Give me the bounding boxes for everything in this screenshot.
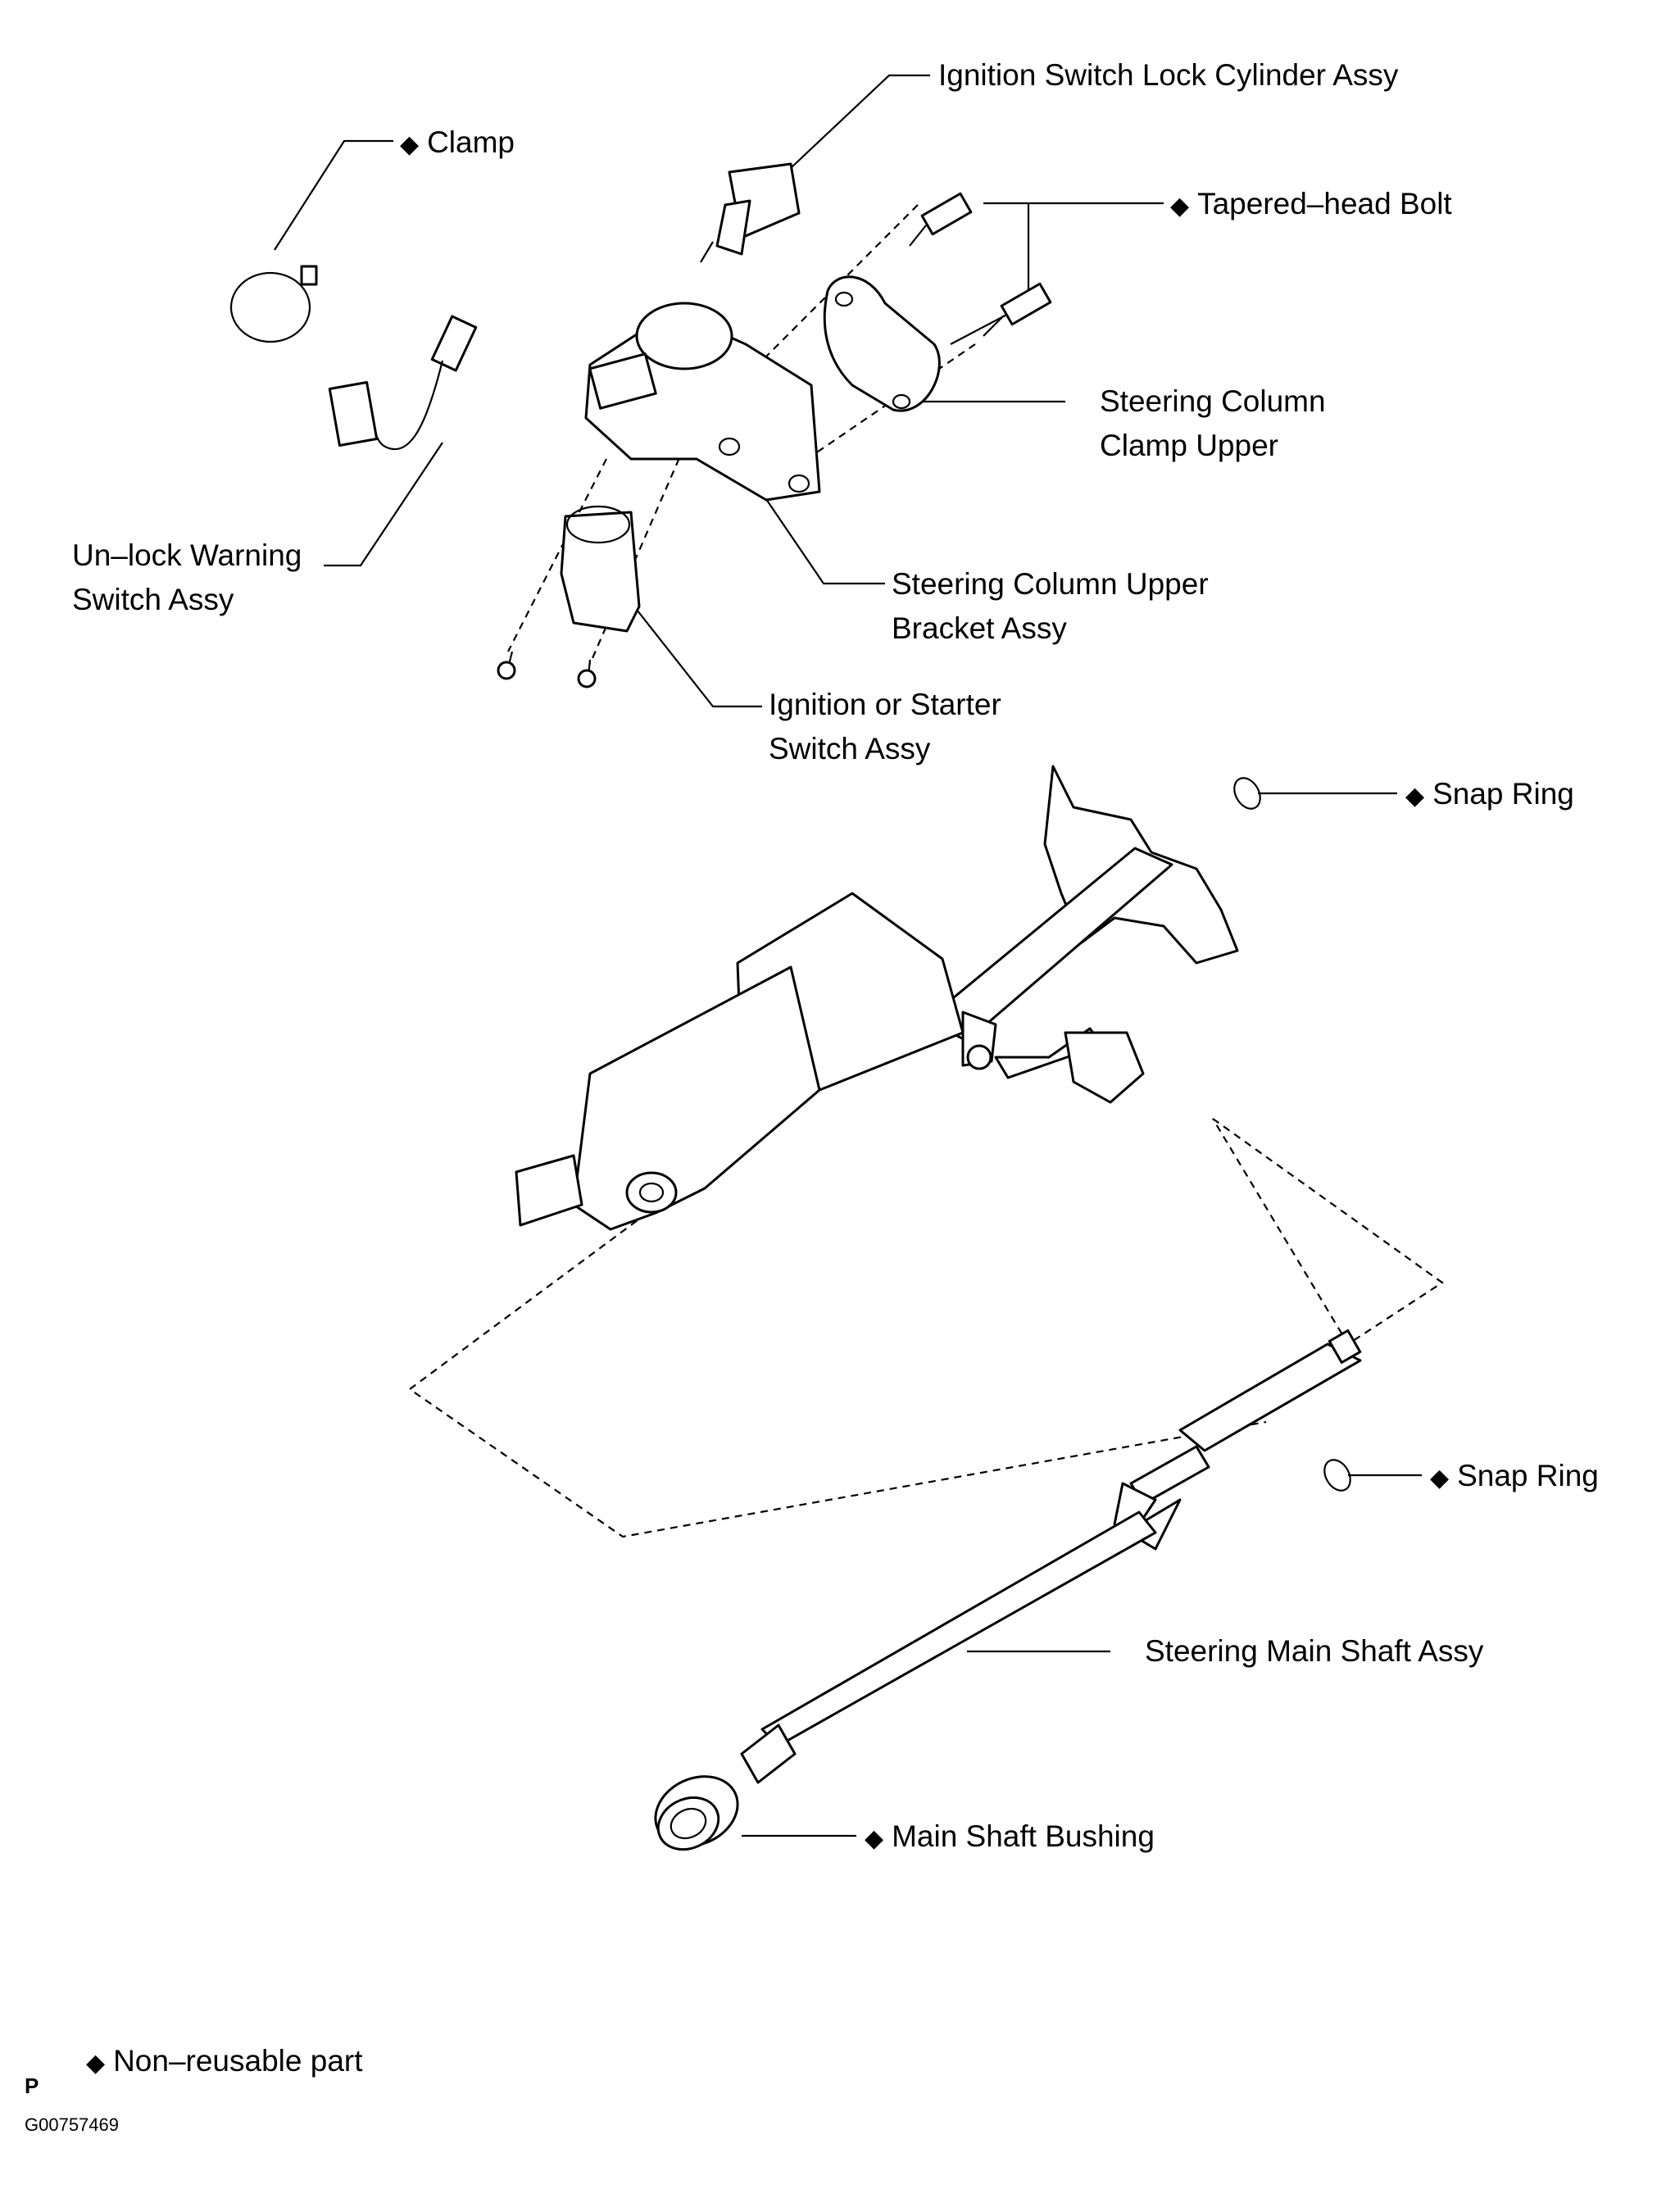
page-mark: P: [25, 2073, 39, 2098]
non-reusable-diamond-icon: ◆: [400, 131, 420, 158]
non-reusable-diamond-icon: ◆: [865, 1825, 884, 1852]
label-main-shaft: Steering Main Shaft Assy: [1145, 1634, 1484, 1668]
steering-main-shaft-part: [740, 1329, 1362, 1784]
non-reusable-diamond-icon: ◆: [1430, 1465, 1450, 1492]
label-unlock-warning-switch: Un–lock Warning Switch Assy: [72, 538, 302, 616]
label-snap-ring-lower: ◆Snap Ring: [1430, 1459, 1599, 1492]
steering-column-tube-part: [515, 765, 1239, 1231]
figure-code: G00757469: [25, 2114, 119, 2135]
column-clamp-upper-part: [823, 275, 941, 412]
snap-ring-lower-part: [1323, 1459, 1351, 1492]
upper-bracket-part: [584, 302, 821, 502]
non-reusable-diamond-icon: ◆: [86, 2050, 106, 2077]
tapered-bolts-part: [909, 192, 1052, 337]
snap-ring-upper-part: [1233, 777, 1261, 810]
legend-non-reusable: ◆Non–reusable part: [86, 2044, 363, 2078]
ignition-starter-switch-part: [497, 505, 641, 688]
label-ignition-starter-switch: Ignition or Starter Switch Assy: [769, 688, 1001, 765]
label-tapered-bolt: ◆Tapered–head Bolt: [1170, 187, 1452, 220]
label-ignition-lock-cylinder: Ignition Switch Lock Cylinder Assy: [938, 58, 1399, 92]
unlock-warning-switch-part: [328, 315, 478, 451]
non-reusable-diamond-icon: ◆: [1405, 783, 1425, 810]
label-snap-ring-upper: ◆Snap Ring: [1405, 777, 1574, 811]
label-main-shaft-bushing: ◆Main Shaft Bushing: [865, 1819, 1155, 1853]
leader-lines: [274, 74, 1422, 1837]
lock-cylinder-part: [700, 162, 801, 263]
label-upper-bracket: Steering Column Upper Bracket Assy: [892, 567, 1209, 645]
main-shaft-bushing-part: [654, 1775, 739, 1851]
clamp-part: [229, 265, 318, 343]
label-clamp: ◆Clamp: [400, 125, 515, 159]
label-column-clamp-upper: Steering Column Clamp Upper: [1100, 384, 1326, 462]
non-reusable-diamond-icon: ◆: [1170, 193, 1190, 220]
